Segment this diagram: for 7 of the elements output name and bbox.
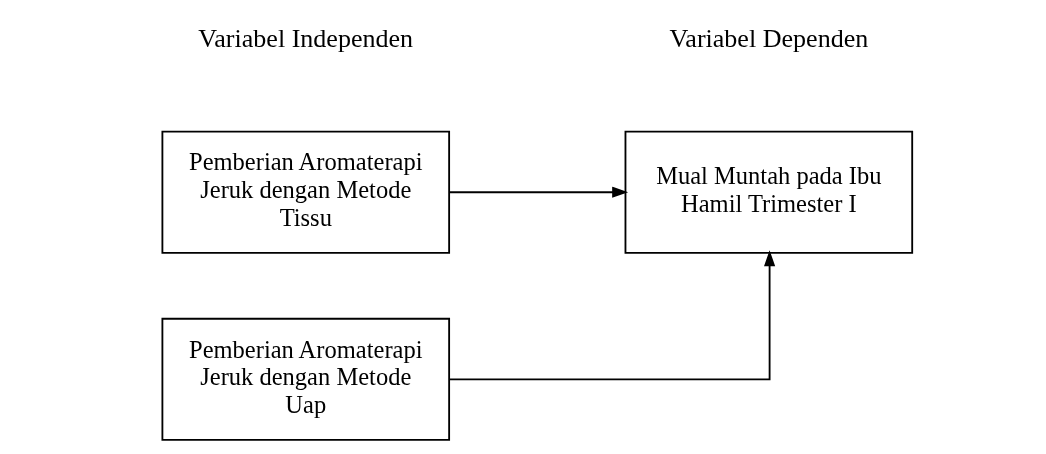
label: Variabel Dependen	[668, 23, 868, 53]
arrow	[448, 186, 628, 198]
arrow	[447, 249, 775, 380]
node-box: Pemberian Aromaterapi Jeruk dengan Metode Uap	[161, 317, 450, 441]
node-box: Pemberian Aromaterapi Jeruk dengan Metode Tissu	[161, 130, 450, 254]
node-box: Mual Muntah pada Ibu Hamil Trimester I	[624, 130, 913, 254]
label: Variabel Independen	[197, 23, 413, 53]
